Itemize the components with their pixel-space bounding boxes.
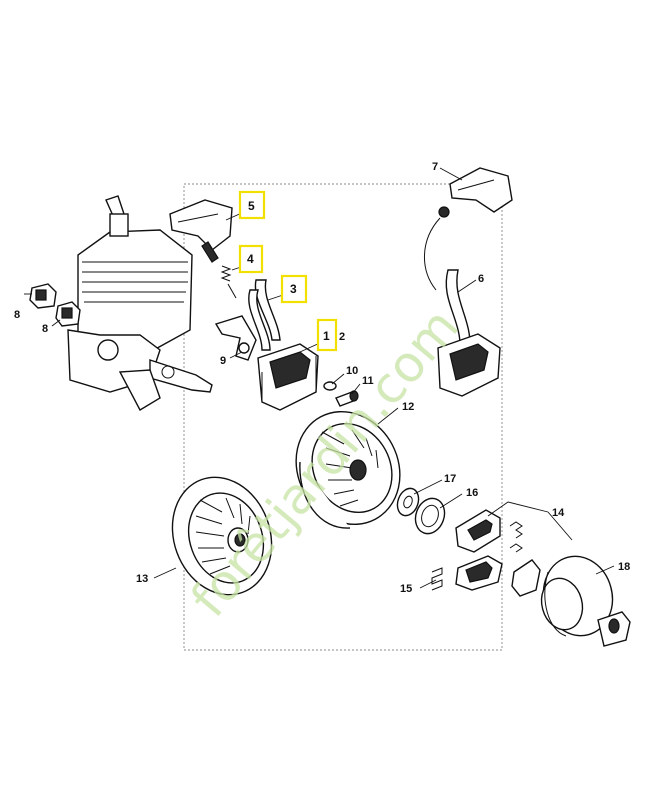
label-5: 5 <box>248 199 255 213</box>
leader-7 <box>439 167 463 181</box>
part-8-mount-lower <box>55 301 81 327</box>
part-3-hose <box>248 279 281 351</box>
leader-11 <box>351 383 361 395</box>
part-18-clutch-drum <box>540 555 631 647</box>
part-12-flywheel <box>295 410 401 529</box>
label-17: 17 <box>444 473 456 485</box>
label-12: 12 <box>402 401 414 413</box>
label-10: 10 <box>346 365 358 377</box>
part-9-bracket <box>214 315 257 361</box>
leader-12 <box>377 407 399 425</box>
leader-13 <box>153 567 177 579</box>
part-17-washer <box>396 487 420 517</box>
label-13: 13 <box>136 573 148 585</box>
leader-15 <box>419 579 437 589</box>
engine-cylinder-part <box>67 195 213 411</box>
part-13-flywheel <box>171 476 273 596</box>
part-10-washer <box>323 381 337 391</box>
leader-6 <box>457 279 477 293</box>
part-4-spring <box>220 265 237 299</box>
part-6-module-assembly <box>424 217 501 397</box>
leader-17 <box>413 479 443 495</box>
highlight-box-3 <box>280 274 308 304</box>
leader-14 <box>487 501 573 541</box>
label-4: 4 <box>247 252 254 266</box>
leader-9 <box>229 351 243 359</box>
label-11: 11 <box>362 375 374 387</box>
leader-18 <box>595 565 615 575</box>
label-6: 6 <box>478 273 484 285</box>
label-15: 15 <box>400 583 412 595</box>
highlight-box-4 <box>238 244 264 274</box>
label-9: 9 <box>220 355 226 367</box>
part-7-cap <box>438 167 513 218</box>
highlight-box-5 <box>238 190 266 220</box>
part-8-mount-upper <box>29 283 57 309</box>
label-8-upper: 8 <box>14 309 20 321</box>
part-15-spring <box>431 567 443 591</box>
part-16-washer <box>414 497 446 535</box>
leader-16 <box>439 493 463 509</box>
label-2: 2 <box>339 331 345 343</box>
label-1: 1 <box>323 329 330 343</box>
label-7: 7 <box>432 161 438 173</box>
label-3: 3 <box>290 282 297 296</box>
part-1-2-ignition-module <box>257 343 319 411</box>
label-16: 16 <box>466 487 478 499</box>
leader-10 <box>331 373 345 385</box>
label-8-lower: 8 <box>42 323 48 335</box>
part-5-cap <box>169 199 233 263</box>
part-14-clutch-assembly <box>455 509 541 597</box>
label-18: 18 <box>618 561 630 573</box>
label-14: 14 <box>552 507 565 519</box>
leader-8b <box>51 319 61 327</box>
highlight-box-1 <box>316 318 338 352</box>
